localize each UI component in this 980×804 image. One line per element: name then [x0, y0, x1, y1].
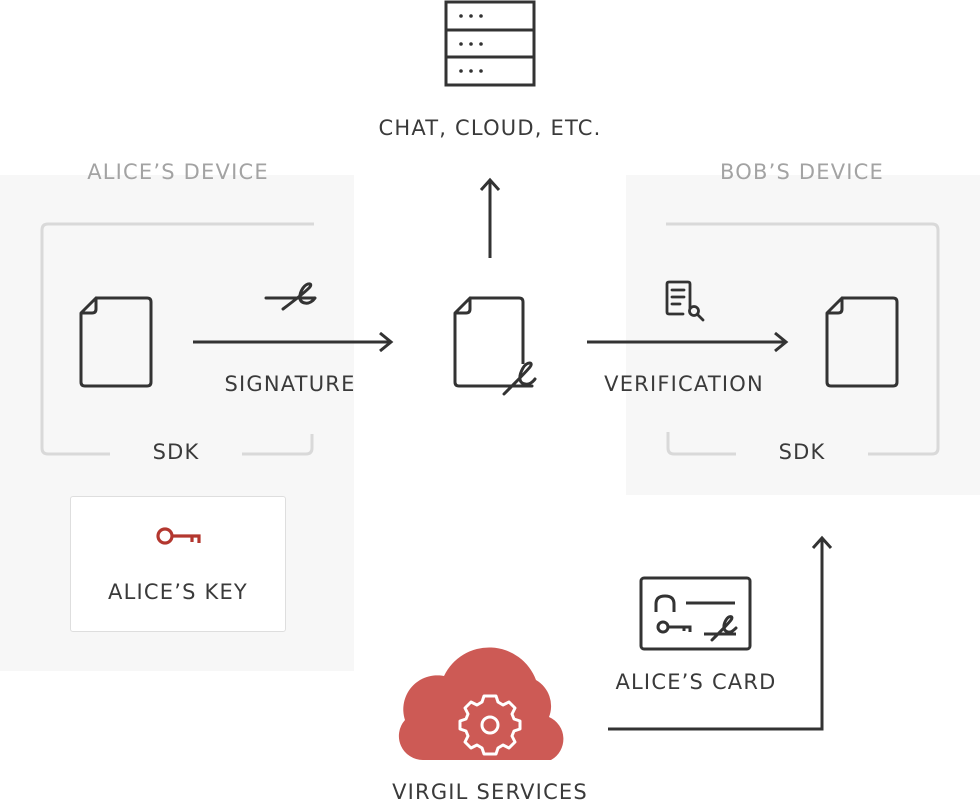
bob-sdk-label: SDK: [778, 440, 826, 464]
alice-sdk-label: SDK: [152, 440, 200, 464]
bob-sdk-frame: [666, 222, 940, 456]
signature-arrow: [193, 331, 394, 353]
alice-key-box: [70, 496, 286, 632]
bob-document-icon: [825, 296, 899, 388]
server-icon: [444, 0, 536, 87]
verify-document-icon: [665, 280, 705, 322]
document-signature-mark: [488, 361, 537, 396]
alice-document-icon: [79, 296, 153, 388]
server-label: CHAT, CLOUD, ETC.: [378, 116, 602, 140]
id-card-icon: [639, 576, 752, 651]
verification-label: VERIFICATION: [604, 372, 764, 396]
key-icon: [156, 527, 201, 545]
virgil-services-label: VIRGIL SERVICES: [392, 780, 588, 804]
signed-document-icon: [453, 296, 525, 388]
upload-arrow: [479, 177, 501, 258]
alice-device-title: ALICE’S DEVICE: [87, 160, 269, 184]
bob-device-panel: [626, 175, 980, 495]
server-led-dots: [459, 14, 483, 73]
verification-arrow: [587, 331, 789, 353]
signature-icon: [264, 282, 317, 311]
alice-card-label: ALICE’S CARD: [615, 670, 777, 694]
card-delivery-arrow: [608, 535, 833, 731]
alice-sdk-frame: [40, 222, 314, 456]
cloud-gear-icon: [398, 647, 564, 761]
alice-key-label: ALICE’S KEY: [108, 580, 248, 604]
signature-label: SIGNATURE: [224, 372, 356, 396]
bob-device-title: BOB’S DEVICE: [720, 160, 884, 184]
